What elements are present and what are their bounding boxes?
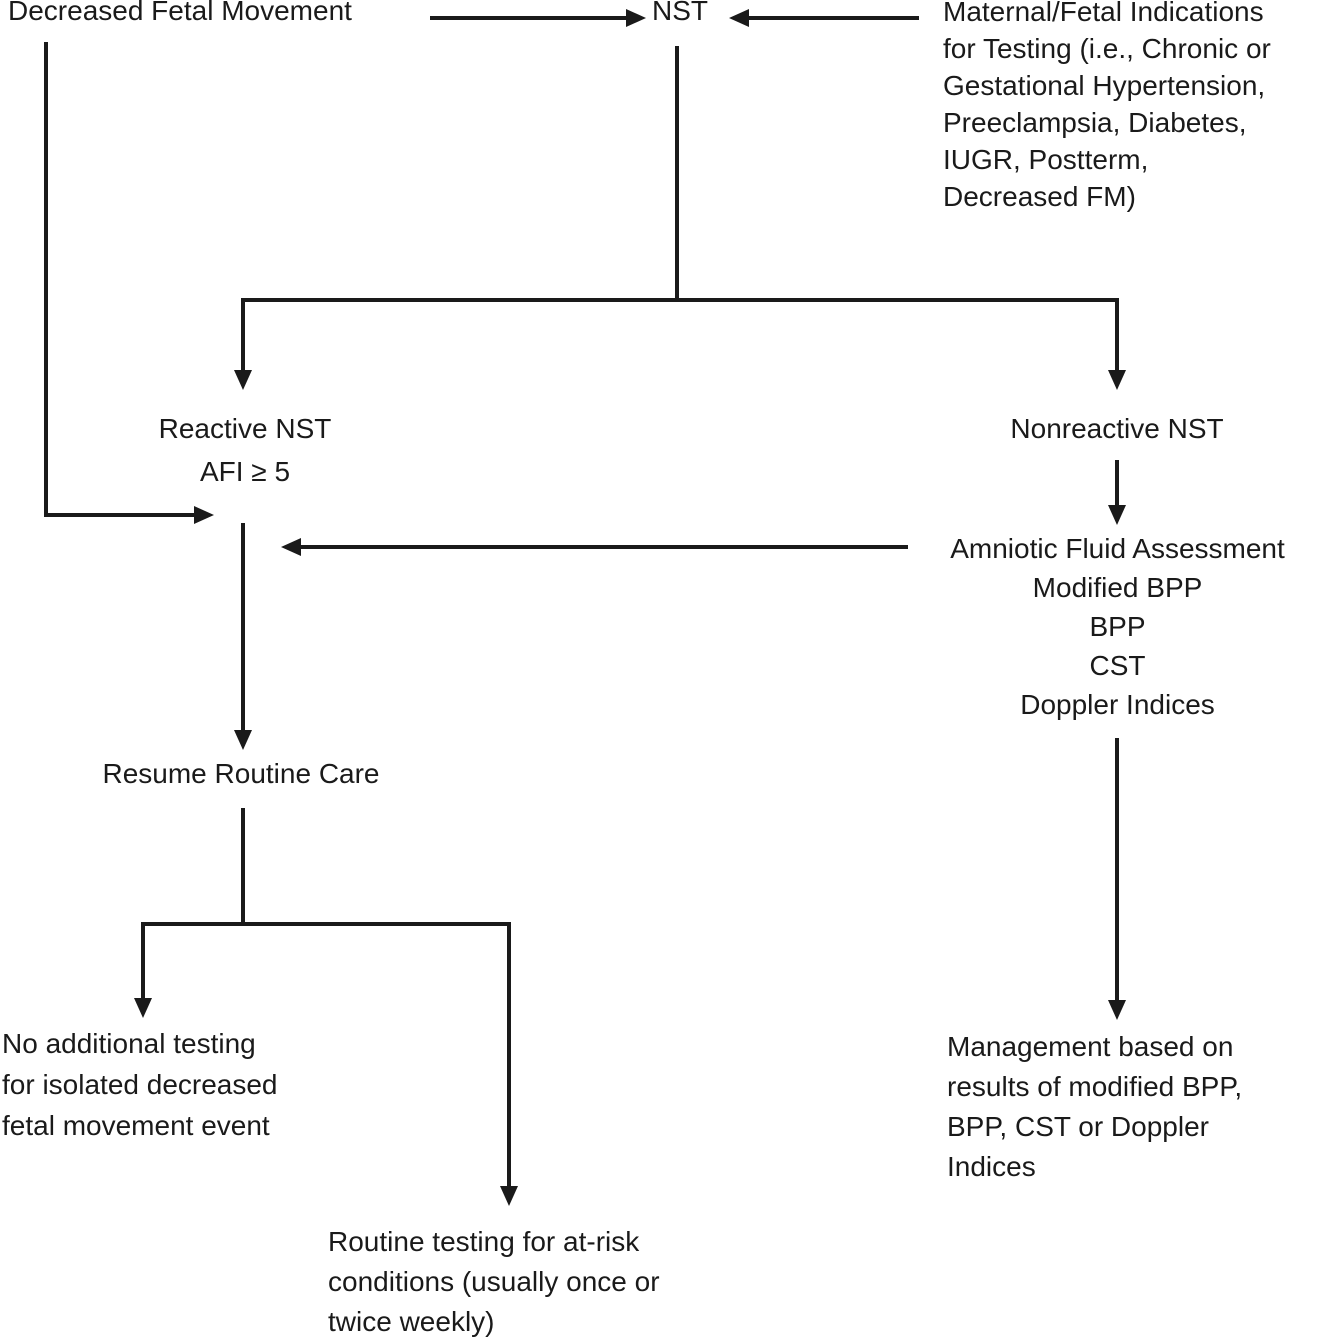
arrow-split-right-line — [507, 922, 511, 1190]
node-nst: NST — [652, 0, 708, 26]
connector-resume-stem — [241, 808, 245, 926]
arrow-amniotic-to-reactive-line — [301, 545, 908, 549]
connector-nst-stem — [675, 46, 679, 300]
node-resume-routine-care: Resume Routine Care — [102, 758, 380, 789]
indications-line: IUGR, Postterm, — [943, 144, 1149, 175]
indications-line: Preeclampsia, Diabetes, — [943, 107, 1247, 138]
arrow-dfm-to-nst-head-icon — [626, 9, 646, 27]
arrow-doppler-down-line — [1115, 738, 1119, 1002]
indications-line: for Testing (i.e., Chronic or — [943, 33, 1271, 64]
management-line: BPP, CST or Doppler — [947, 1111, 1209, 1142]
node-management: Management based on results of modified … — [947, 1027, 1242, 1187]
arrow-doppler-down-head-icon — [1108, 1000, 1126, 1020]
amniotic-line: BPP — [1089, 611, 1146, 642]
arrow-nonreactive-down-head-icon — [1108, 505, 1126, 525]
arrow-reactive-down-head-icon — [234, 730, 252, 750]
arrow-amniotic-to-reactive-head-icon — [281, 538, 301, 556]
management-line: Indices — [947, 1151, 1036, 1182]
reactive-nst-line: Reactive NST — [158, 413, 332, 444]
amniotic-line: Modified BPP — [1032, 572, 1203, 603]
arrow-split-left-line — [141, 922, 145, 1002]
amniotic-line: Amniotic Fluid Assessment — [950, 533, 1285, 564]
routine-testing-line: Routine testing for at-risk — [328, 1226, 640, 1257]
node-maternal-fetal-indications: Maternal/Fetal Indications for Testing (… — [943, 0, 1271, 215]
arrow-indications-to-nst-head-icon — [729, 9, 749, 27]
no-additional-testing-line: fetal movement event — [2, 1110, 270, 1141]
management-line: results of modified BPP, — [947, 1071, 1243, 1102]
amniotic-line: CST — [1089, 650, 1146, 681]
arrow-dfm-elbow-head-icon — [194, 506, 214, 524]
indications-line: Gestational Hypertension, — [943, 70, 1266, 101]
arrow-split-left-head-icon — [134, 998, 152, 1018]
routine-testing-line: conditions (usually once or — [328, 1266, 660, 1297]
arrow-dfm-elbow-vline — [44, 42, 48, 517]
routine-testing-line: twice weekly) — [328, 1306, 495, 1337]
indications-line: Maternal/Fetal Indications — [943, 0, 1264, 27]
indications-line: Decreased FM) — [943, 181, 1136, 212]
arrow-dfm-to-nst-line — [430, 16, 626, 20]
arrow-branch-right-line — [1115, 298, 1119, 372]
node-amniotic-fluid-assessment: Amniotic Fluid Assessment Modified BPP B… — [915, 529, 1320, 724]
connector-split-bar — [141, 922, 511, 926]
amniotic-line: Doppler Indices — [1020, 689, 1215, 720]
no-additional-testing-line: for isolated decreased — [2, 1069, 278, 1100]
management-line: Management based on — [947, 1031, 1234, 1062]
arrow-split-right-head-icon — [500, 1186, 518, 1206]
connector-branch-bar — [241, 298, 1119, 302]
arrow-dfm-elbow-hline — [44, 513, 196, 517]
node-decreased-fetal-movement: Decreased Fetal Movement — [8, 0, 352, 26]
arrow-branch-left-head-icon — [234, 370, 252, 390]
arrow-indications-to-nst-line — [749, 16, 919, 20]
node-nonreactive-nst: Nonreactive NST — [1010, 413, 1224, 444]
arrow-branch-right-head-icon — [1108, 370, 1126, 390]
arrow-branch-left-line — [241, 298, 245, 372]
node-reactive-nst: Reactive NST AFI ≥ 5 — [95, 407, 395, 493]
reactive-nst-line: AFI ≥ 5 — [199, 456, 291, 487]
node-routine-testing: Routine testing for at-risk conditions (… — [328, 1222, 660, 1342]
no-additional-testing-line: No additional testing — [2, 1028, 256, 1059]
arrow-nonreactive-down-line — [1115, 460, 1119, 507]
arrow-reactive-down-line — [241, 523, 245, 732]
node-no-additional-testing: No additional testing for isolated decre… — [2, 1023, 278, 1146]
